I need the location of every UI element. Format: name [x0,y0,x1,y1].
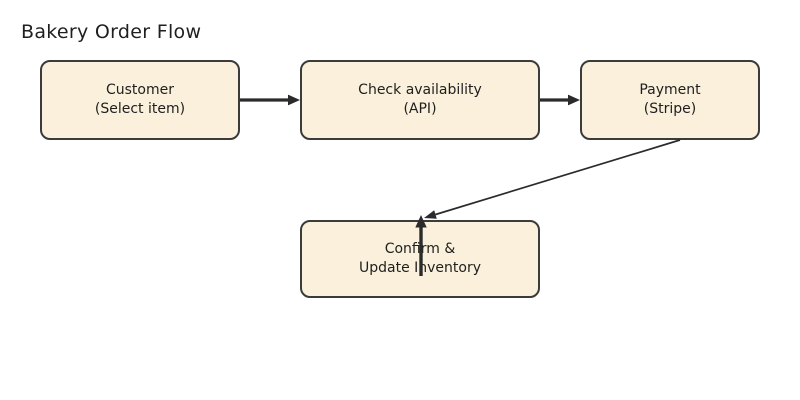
node-customer-label-line2: (Select item) [94,101,186,117]
node-customer-label-line1: Customer [105,82,174,98]
edge-check-to-payment-arrow [540,94,580,106]
diagram-title: Bakery Order Flow [21,21,202,43]
node-payment-label-line2: (Stripe) [643,101,697,117]
node-confirm-update-inventory: Confirm & Update Inventory [300,220,540,298]
edge-payment-to-confirm-arrow [424,139,681,219]
node-customer: Customer (Select item) [40,60,240,140]
node-payment-label-line1: Payment [639,82,701,98]
edge-customer-to-check-arrow [240,94,300,106]
node-confirm-label-line2: Update Inventory [358,260,482,276]
node-check-availability-label-line1: Check availability [358,82,482,98]
node-check-availability-label-line2: (API) [403,101,437,117]
node-payment: Payment (Stripe) [580,60,760,140]
node-check-availability: Check availability (API) [300,60,540,140]
node-confirm-label-line1: Confirm & [384,241,456,257]
